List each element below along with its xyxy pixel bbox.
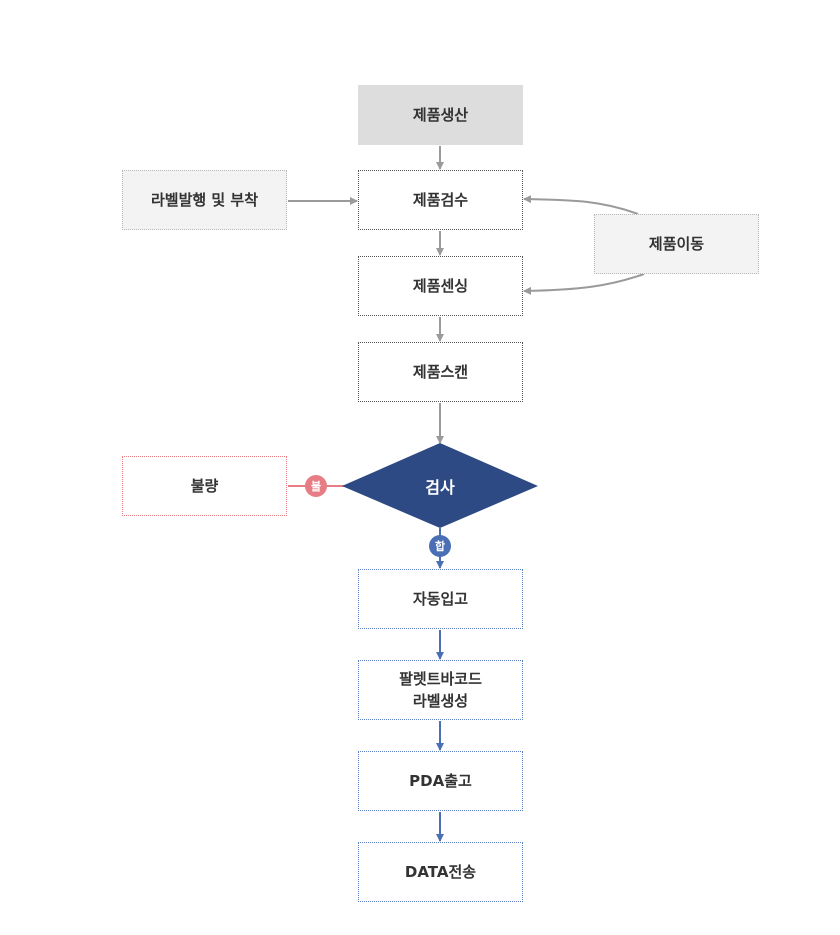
production-label: 제품생산 [412,106,469,124]
data-transfer-box: DATA전송 [358,842,523,902]
scan-label: 제품스캔 [412,363,469,381]
product-move-label: 제품이동 [648,235,705,253]
auto-warehousing-box: 자동입고 [358,569,523,629]
sensing-label: 제품센싱 [412,277,469,295]
inspection-label: 제품검수 [412,191,469,209]
pallet-barcode-box: 팔렛트바코드 라벨생성 [358,660,523,720]
production-box: 제품생산 [358,85,523,145]
curve-move-to-sensing [523,273,645,295]
defective-box: 불량 [122,456,287,516]
auto-warehousing-label: 자동입고 [412,590,469,608]
defective-label: 불량 [190,477,219,495]
scan-box: 제품스캔 [358,342,523,402]
pda-shipping-box: PDA출고 [358,751,523,811]
pallet-barcode-label: 팔렛트바코드 라벨생성 [399,670,482,710]
sensing-box: 제품센싱 [358,256,523,316]
label-issue-label: 라벨발행 및 부착 [150,191,259,209]
data-transfer-label: DATA전송 [404,863,477,881]
fail-badge: 불 [305,475,327,497]
curve-move-to-inspection [523,195,639,215]
check-diamond [342,443,538,528]
product-move-box: 제품이동 [594,214,759,274]
check-label: 검사 [425,478,455,497]
pda-shipping-label: PDA출고 [409,772,472,790]
label-issue-box: 라벨발행 및 부착 [122,170,287,230]
pass-badge: 합 [429,535,451,557]
inspection-box: 제품검수 [358,170,523,230]
